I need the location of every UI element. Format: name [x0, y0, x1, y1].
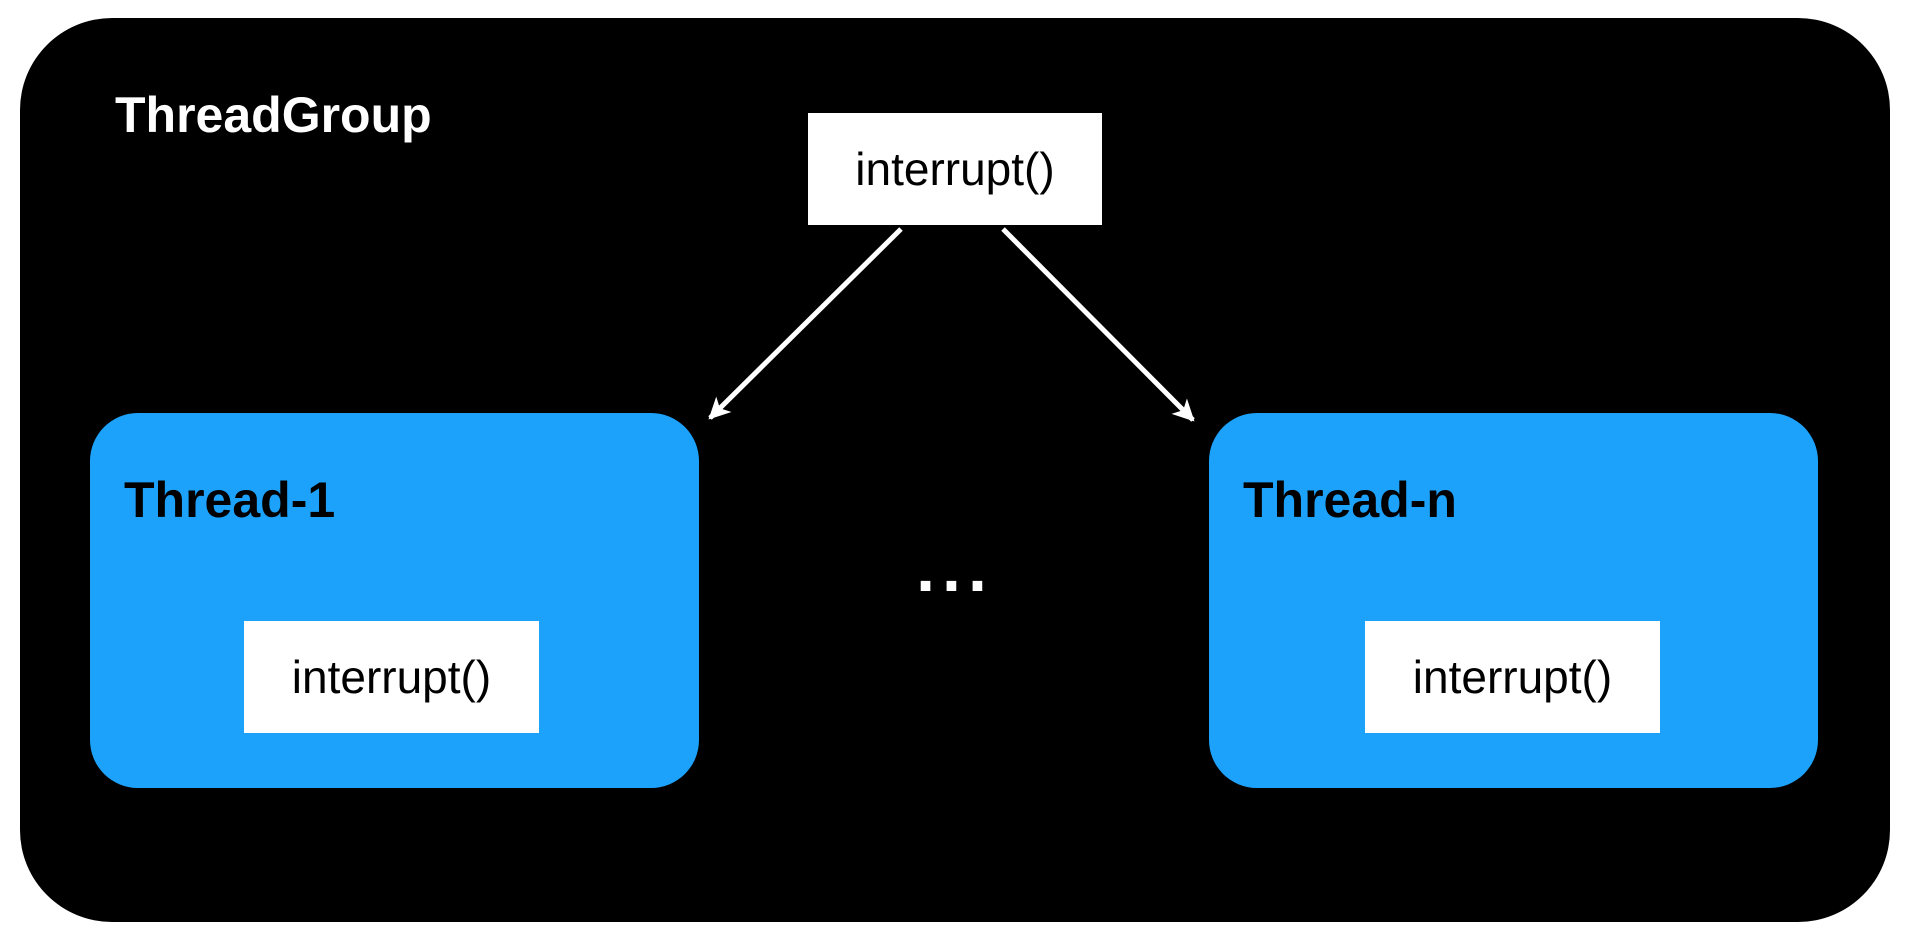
- thread-1-label: Thread-1: [124, 472, 336, 528]
- threadgroup-container: ThreadGroup interrupt() ... Thread-1 int…: [20, 18, 1890, 922]
- thread-n-card: Thread-n interrupt(): [1209, 413, 1818, 788]
- thread-1-card: Thread-1 interrupt(): [90, 413, 699, 788]
- thread-1-interrupt-label: interrupt(): [291, 651, 492, 703]
- thread-n-interrupt-label: interrupt(): [1412, 651, 1613, 703]
- more-threads-ellipsis: ...: [916, 530, 994, 606]
- thread-n-label: Thread-n: [1243, 472, 1457, 528]
- arrows-layer: [708, 227, 1195, 422]
- thread-1-interrupt-box: interrupt(): [244, 621, 539, 733]
- arrow-to-thread-n: [1001, 227, 1195, 422]
- group-interrupt-label: interrupt(): [855, 143, 1055, 195]
- arrow-to-thread-1: [708, 227, 903, 420]
- threadgroup-label: ThreadGroup: [115, 87, 432, 143]
- thread-n-interrupt-box: interrupt(): [1365, 621, 1660, 733]
- group-interrupt-box: interrupt(): [808, 113, 1102, 225]
